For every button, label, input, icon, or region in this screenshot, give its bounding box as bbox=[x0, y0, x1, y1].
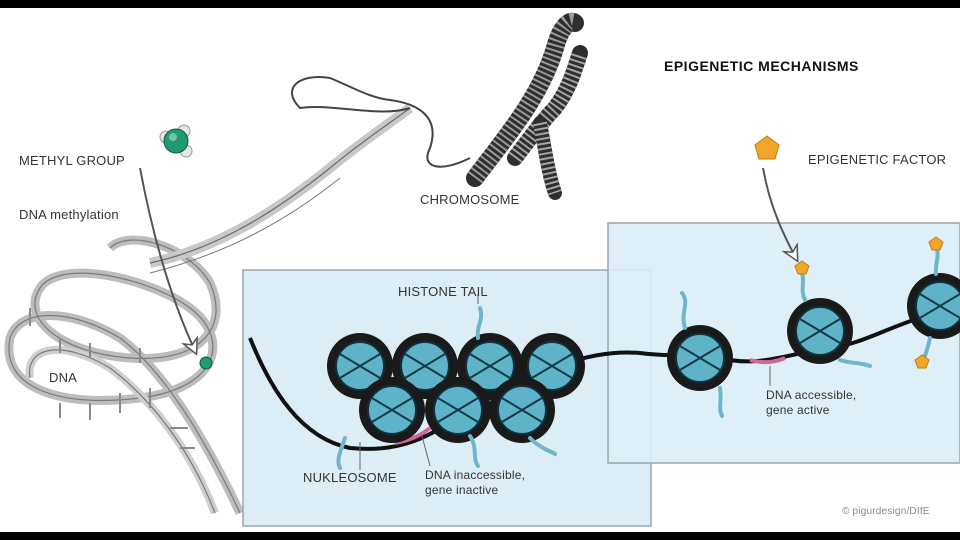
nucleosome bbox=[907, 273, 960, 339]
epigenetic-factor-label: EPIGENETIC FACTOR bbox=[808, 152, 947, 167]
epigenetic-factors bbox=[754, 135, 944, 369]
nukleosome-label: NUKLEOSOME bbox=[303, 470, 397, 485]
nucleosome-cluster bbox=[327, 333, 585, 443]
diagram-artwork bbox=[4, 12, 960, 527]
nucleosome bbox=[489, 377, 555, 443]
dna-accessible-label: DNA accessible, gene active bbox=[766, 388, 857, 417]
diagram-canvas: EPIGENETIC MECHANISMS METHYL GROUP DNA m… bbox=[0, 8, 960, 532]
methylation-arrow bbox=[139, 167, 196, 353]
nucleosome bbox=[359, 377, 425, 443]
histone-tail-label: HISTONE TAIL bbox=[398, 284, 488, 299]
nucleosome bbox=[787, 298, 853, 364]
dna-label: DNA bbox=[49, 370, 78, 385]
dna-inaccessible-label: DNA inaccessible, gene inactive bbox=[425, 468, 526, 497]
nucleosome bbox=[425, 377, 491, 443]
dna-helix bbox=[4, 235, 245, 515]
image-credit: © pigurdesign/DIfE bbox=[842, 506, 930, 517]
diagram-title: EPIGENETIC MECHANISMS bbox=[664, 58, 859, 74]
dna-methylation-label: DNA methylation bbox=[19, 207, 119, 222]
marked-dna-segment-active bbox=[749, 356, 786, 365]
chromosome bbox=[466, 12, 588, 200]
panel-open-chromatin bbox=[607, 222, 960, 464]
methyl-group-label: METHYL GROUP bbox=[19, 153, 125, 168]
upper-helix bbox=[148, 76, 471, 274]
factor-arrow bbox=[762, 167, 797, 260]
histone-tails bbox=[336, 306, 557, 470]
inaccessible-leader bbox=[421, 435, 431, 467]
epigenetic-factor-icon bbox=[754, 135, 780, 160]
methyl-group-icon bbox=[159, 124, 193, 158]
methyl-group-on-dna bbox=[199, 356, 213, 370]
nucleosome bbox=[667, 325, 733, 391]
chromosome-label: CHROMOSOME bbox=[420, 192, 520, 207]
